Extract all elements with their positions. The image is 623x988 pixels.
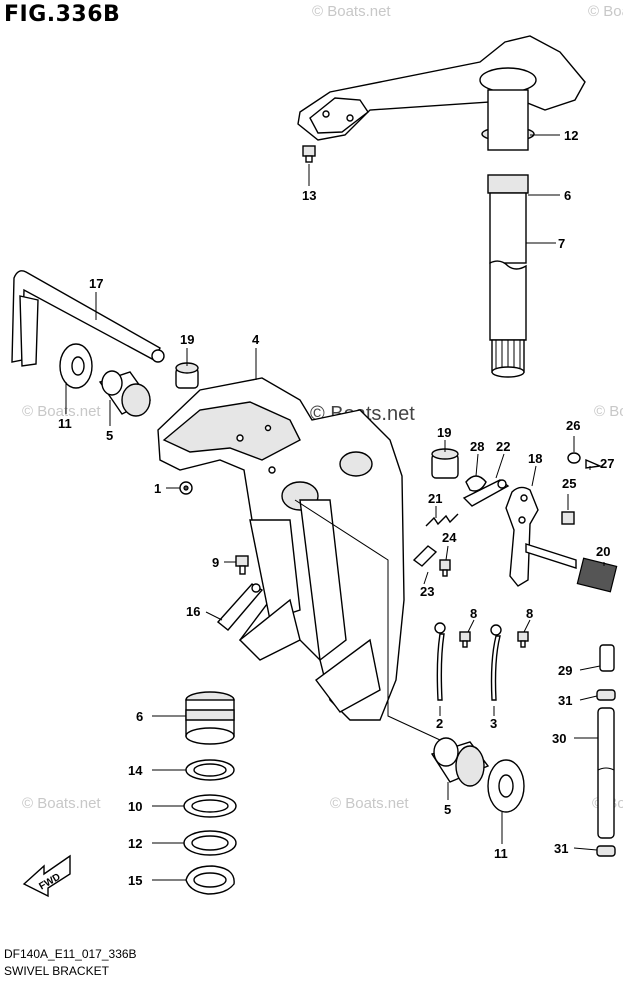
callout-7: 7 bbox=[558, 236, 565, 251]
bushing-5-right bbox=[430, 737, 490, 787]
bolt-24 bbox=[439, 559, 451, 577]
watermark-top: © Boats.net bbox=[312, 3, 391, 20]
watermark-top-right: © Boats.net bbox=[588, 3, 623, 20]
callout-2: 2 bbox=[436, 716, 443, 731]
ground-wire-3 bbox=[490, 624, 502, 701]
callout-9: 9 bbox=[212, 555, 219, 570]
bushing-6-lower bbox=[185, 691, 235, 745]
washer-11-right bbox=[487, 759, 525, 813]
callout-22: 22 bbox=[496, 439, 510, 454]
ground-wire-2 bbox=[434, 622, 446, 701]
figure-name: SWIVEL BRACKET bbox=[4, 964, 109, 978]
spring-21 bbox=[425, 513, 459, 527]
callout-30: 30 bbox=[552, 731, 566, 746]
callout-11-left: 11 bbox=[58, 416, 72, 431]
callout-1: 1 bbox=[154, 481, 161, 496]
watermark-left: © Boats.net bbox=[22, 403, 101, 420]
callout-24: 24 bbox=[442, 530, 457, 545]
tilt-lock-lever bbox=[505, 486, 539, 587]
bushing-19-right bbox=[431, 448, 459, 479]
callout-31-bottom: 31 bbox=[554, 841, 568, 856]
figure-title: FIG.336B bbox=[4, 2, 121, 27]
callout-19-right: 19 bbox=[437, 425, 451, 440]
callout-3: 3 bbox=[490, 716, 497, 731]
callout-12-lower: 12 bbox=[128, 836, 142, 851]
bolt-13 bbox=[302, 145, 316, 163]
bolt-8-left bbox=[459, 631, 471, 648]
callout-8-left: 8 bbox=[470, 606, 477, 621]
bolt-9 bbox=[235, 555, 249, 575]
bolt-8-right bbox=[517, 631, 529, 648]
grip-20 bbox=[525, 543, 618, 593]
callout-15: 15 bbox=[128, 873, 142, 888]
callout-8-right: 8 bbox=[526, 606, 533, 621]
callout-12-top: 12 bbox=[564, 128, 578, 143]
watermark-bottom-center: © Boats.net bbox=[330, 795, 409, 812]
callout-19-top: 19 bbox=[180, 332, 194, 347]
callout-21: 21 bbox=[428, 491, 442, 506]
fwd-arrow: FWD bbox=[22, 854, 71, 898]
grease-nipple-1 bbox=[179, 481, 193, 495]
fitting-29 bbox=[599, 644, 615, 672]
plate-16 bbox=[216, 583, 264, 631]
callout-6-top: 6 bbox=[564, 188, 571, 203]
clamp-31-bottom bbox=[596, 845, 616, 857]
callout-17: 17 bbox=[89, 276, 103, 291]
callout-10: 10 bbox=[128, 799, 142, 814]
callout-20: 20 bbox=[596, 544, 610, 559]
callout-23: 23 bbox=[420, 584, 434, 599]
nut-25 bbox=[561, 511, 575, 525]
leader-body-to-bushing bbox=[294, 499, 441, 741]
tilt-rod bbox=[11, 270, 165, 367]
callout-28: 28 bbox=[470, 439, 484, 454]
clip-23 bbox=[412, 545, 438, 567]
leader-lines bbox=[65, 134, 605, 881]
steering-arm bbox=[297, 35, 586, 141]
lever-22 bbox=[462, 479, 510, 507]
bushing-19-top bbox=[175, 362, 199, 389]
washer-12-lower bbox=[183, 830, 237, 856]
callout-29: 29 bbox=[558, 663, 572, 678]
spring-28 bbox=[465, 475, 487, 492]
callout-26: 26 bbox=[566, 418, 580, 433]
snap-ring-15 bbox=[185, 865, 235, 895]
callout-16: 16 bbox=[186, 604, 200, 619]
callout-4: 4 bbox=[252, 332, 260, 347]
swivel-bracket-body bbox=[157, 377, 405, 721]
watermark-bottom-left: © Boats.net bbox=[22, 795, 101, 812]
figure-code: DF140A_E11_017_336B bbox=[4, 947, 137, 961]
steering-shaft bbox=[481, 89, 535, 378]
callout-18: 18 bbox=[528, 451, 542, 466]
callout-14: 14 bbox=[128, 763, 143, 778]
hose-30 bbox=[597, 707, 615, 839]
callout-5-left: 5 bbox=[106, 428, 113, 443]
washer-14 bbox=[185, 759, 235, 781]
bushing-5-left bbox=[98, 370, 152, 417]
callout-6-lower: 6 bbox=[136, 709, 143, 724]
callout-labels: 12 6 7 13 17 19 4 11 5 1 9 16 19 28 22 2… bbox=[58, 128, 614, 888]
washer-11-left bbox=[59, 343, 93, 389]
callout-31-top: 31 bbox=[558, 693, 572, 708]
washer-10 bbox=[183, 794, 237, 818]
callout-5-right: 5 bbox=[444, 802, 451, 817]
watermark-right: © Boats.net bbox=[594, 403, 623, 420]
pin-27 bbox=[585, 458, 603, 469]
callout-27: 27 bbox=[600, 456, 614, 471]
callout-11-right: 11 bbox=[494, 846, 508, 861]
callout-13: 13 bbox=[302, 188, 316, 203]
callout-25: 25 bbox=[562, 476, 576, 491]
washer-26 bbox=[567, 452, 581, 464]
clamp-31-top bbox=[596, 689, 616, 701]
